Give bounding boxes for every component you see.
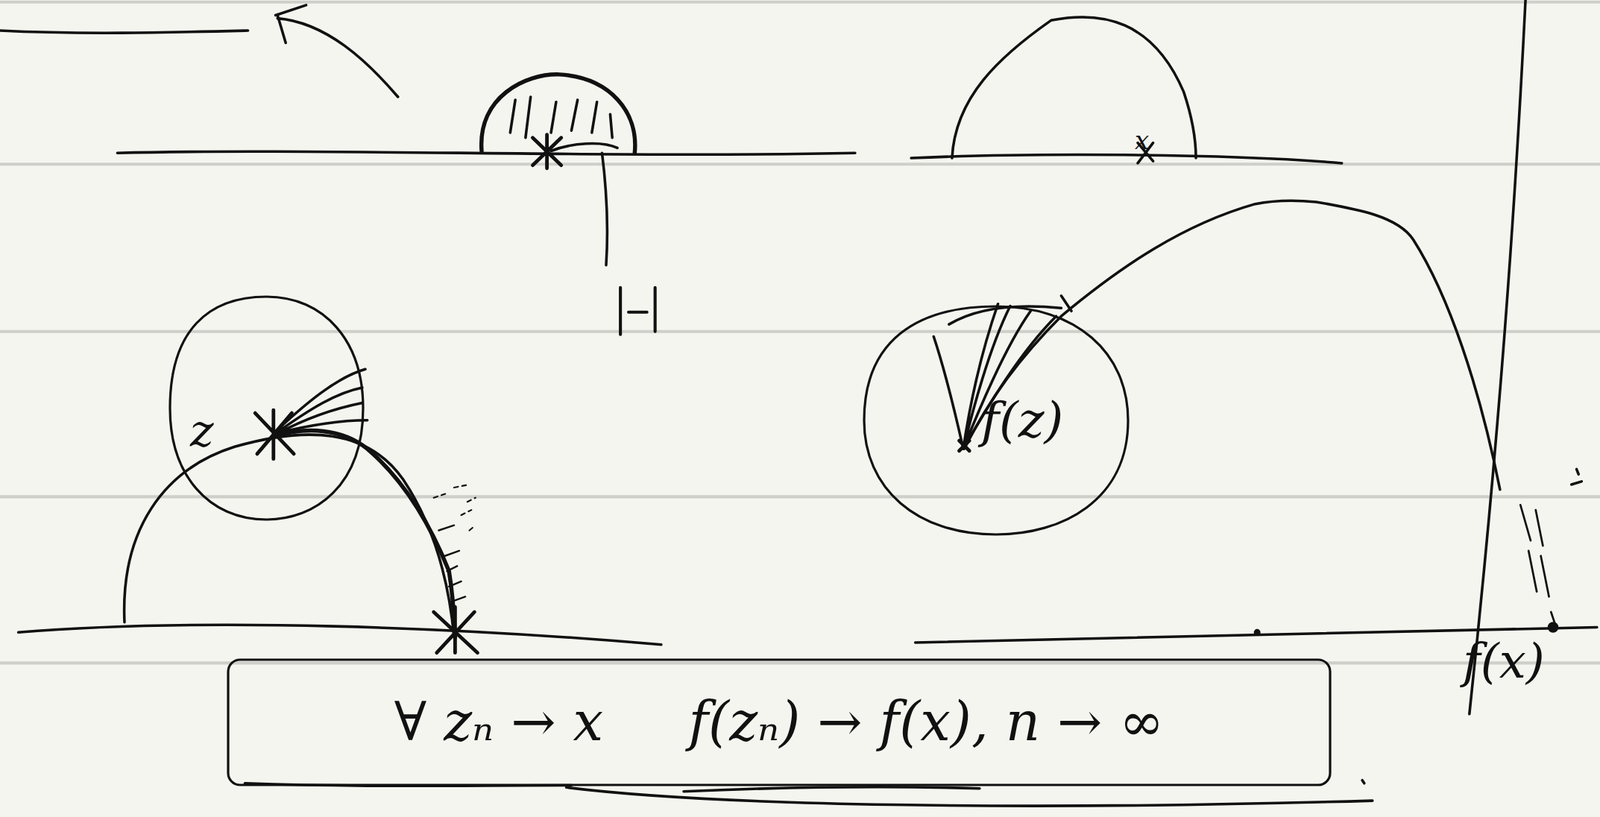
image-circle: f(z) [861,304,1131,537]
node-text: f(z) [981,393,1064,449]
point-label: x [1134,126,1149,155]
node-text: z [190,406,214,456]
node-text: ∀ zₙ → x f(zₙ) → f(x), n → ∞ [394,692,1164,752]
formula-box: ∀ zₙ → x f(zₙ) → f(x), n → ∞ [226,658,1332,787]
value-label: f(x) [1462,635,1545,688]
neighborhood-circle: z [167,294,366,522]
